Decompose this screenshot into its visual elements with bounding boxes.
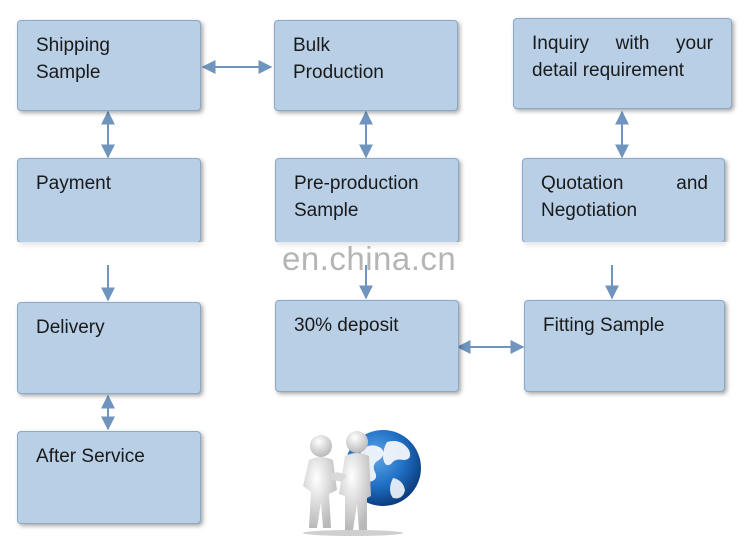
box-shipping-sample-line-2: Sample — [36, 62, 101, 83]
watermark-band — [0, 242, 746, 262]
box-quotation: Quotation and Negotiation — [522, 158, 725, 243]
box-delivery-line-1: Delivery — [36, 317, 105, 338]
box-bulk-production-line-2: Production — [293, 62, 384, 83]
box-after-service-line-1: After Service — [36, 446, 145, 467]
watermark: en.china.cn — [282, 240, 457, 277]
box-pre-production-line-2: Sample — [294, 200, 359, 221]
box-delivery: Delivery — [17, 302, 201, 394]
box-fitting-sample: Fitting Sample — [524, 300, 725, 392]
box-pre-production-sample: Pre-production Sample — [275, 158, 459, 243]
box-inquiry: Inquiry with your detail requirement — [513, 18, 732, 109]
box-quotation-line-2: Negotiation — [541, 200, 638, 221]
handshake-globe-illustration — [303, 430, 421, 536]
box-inquiry-line-2: detail requirement — [532, 60, 685, 81]
box-bulk-production-line-1: Bulk — [293, 35, 330, 56]
handshake-icon — [303, 431, 403, 536]
box-shipping-sample: Shipping Sample — [17, 20, 201, 111]
box-pre-production-line-1: Pre-production — [294, 173, 419, 194]
box-inquiry-line-1: Inquiry with your — [532, 33, 713, 54]
box-bulk-production: Bulk Production — [274, 20, 458, 111]
box-after-service: After Service — [17, 431, 201, 524]
box-fitting-sample-line-1: Fitting Sample — [543, 315, 665, 336]
box-shipping-sample-line-1: Shipping — [36, 35, 110, 56]
box-deposit: 30% deposit — [275, 300, 459, 392]
box-payment: Payment — [17, 158, 201, 243]
box-payment-line-1: Payment — [36, 173, 111, 194]
box-deposit-line-1: 30% deposit — [294, 315, 399, 336]
box-quotation-line-1: Quotation and — [541, 173, 708, 194]
